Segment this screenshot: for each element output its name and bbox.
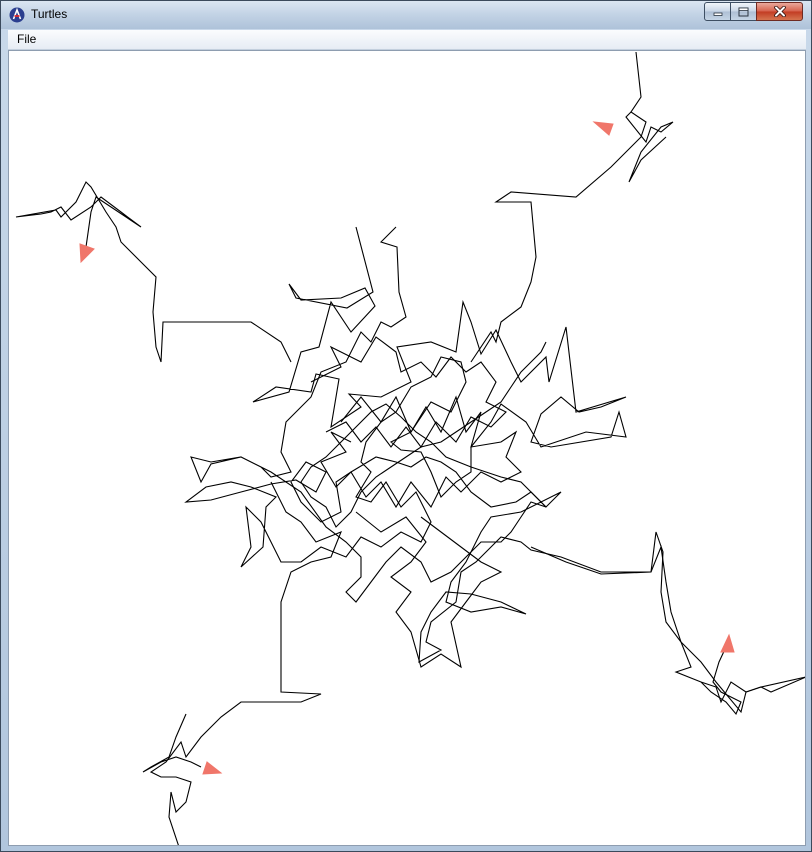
- turtle-trail-down-left: [142, 713, 202, 773]
- minimize-icon: [713, 12, 722, 16]
- turtles: [79, 121, 735, 775]
- turtle-canvas[interactable]: [8, 50, 806, 846]
- turtle-bottom-right[interactable]: [720, 633, 735, 653]
- turtle-bottom-left[interactable]: [202, 761, 223, 775]
- turtle-trail-center-2: [190, 226, 547, 603]
- minimize-button[interactable]: [704, 2, 731, 21]
- close-icon: [773, 6, 786, 17]
- close-button[interactable]: [756, 2, 803, 21]
- turtle-top-right[interactable]: [592, 121, 614, 136]
- menu-file[interactable]: File: [17, 32, 37, 46]
- turtle-trail-center: [184, 226, 805, 714]
- turtle-trail-spur-3: [355, 511, 503, 669]
- turtle-top-left[interactable]: [79, 243, 95, 264]
- menu-bar: File: [8, 30, 806, 50]
- window-title: Turtles: [31, 7, 68, 21]
- turtle-trail-down-right: [530, 531, 805, 704]
- title-bar[interactable]: Turtles: [1, 1, 811, 29]
- turtle-trail-spur-2: [310, 336, 507, 448]
- turtle-trail-spur-1: [320, 395, 522, 509]
- turtle-drawing: [15, 51, 805, 845]
- turtle-trail-down-right-2: [700, 646, 742, 716]
- maximize-button[interactable]: [730, 2, 757, 21]
- java-icon: [9, 7, 25, 23]
- turtle-trail-up-left: [15, 181, 292, 363]
- turtle-trail-up-right-2: [625, 111, 674, 183]
- turtle-trail-up-right: [470, 51, 647, 363]
- turtle-trail-spur-4: [149, 481, 342, 845]
- maximize-icon: [738, 7, 749, 16]
